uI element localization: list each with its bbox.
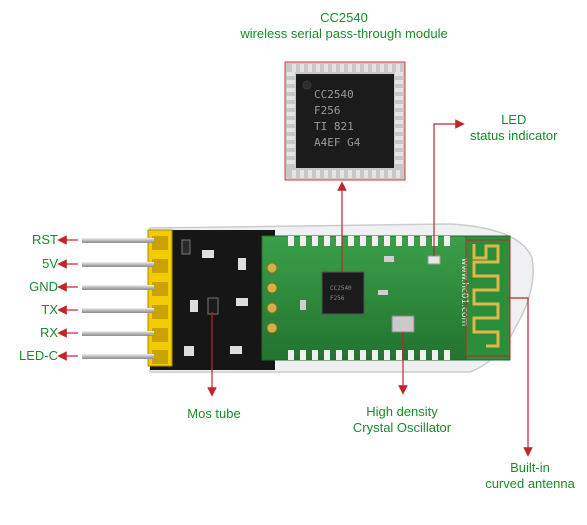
pin-label-tx: TX	[41, 302, 58, 317]
chip-title-line1: CC2540	[320, 10, 368, 25]
cc2540-chip-enlarged: CC2540 F256 TI 821 A4EF G4	[284, 61, 406, 181]
svg-text:F256: F256	[330, 295, 345, 302]
antenna-label: Built-in curved antenna	[485, 460, 575, 492]
mos-tube-label: Mos tube	[187, 406, 241, 421]
pin-label-gnd: GND	[29, 279, 58, 294]
antenna-label-line1: Built-in	[510, 460, 550, 475]
pin-label-5v: 5V	[42, 256, 58, 271]
antenna-label-line2: curved antenna	[485, 476, 575, 491]
crystal-label-line2: Crystal Oscillator	[352, 420, 452, 435]
bluetooth-module-board: CC2540 F256 www.hc01.com	[82, 223, 534, 373]
board-silk-text: www.hc01.com	[459, 258, 469, 326]
chip-marking-line: F256	[314, 104, 341, 117]
led-label: LED status indicator	[470, 112, 557, 144]
chip-marking-line: CC2540	[314, 88, 354, 101]
pin-label-rx: RX	[39, 325, 58, 340]
led-label-line1: LED	[501, 112, 527, 127]
pin-label-rst: RST	[32, 232, 58, 247]
chip-title-line2: wireless serial pass-through module	[240, 26, 448, 41]
chip-marking-line: A4EF G4	[314, 136, 361, 149]
led-label-line2: status indicator	[470, 128, 558, 143]
crystal-label-line1: High density	[366, 404, 438, 419]
pin-label-led-c: LED-C	[18, 348, 58, 363]
crystal-label: High density Crystal Oscillator	[353, 404, 451, 436]
svg-text:CC2540: CC2540	[330, 285, 352, 292]
chip-title: CC2540 wireless serial pass-through modu…	[240, 10, 447, 42]
chip-marking-line: TI 821	[314, 120, 354, 133]
